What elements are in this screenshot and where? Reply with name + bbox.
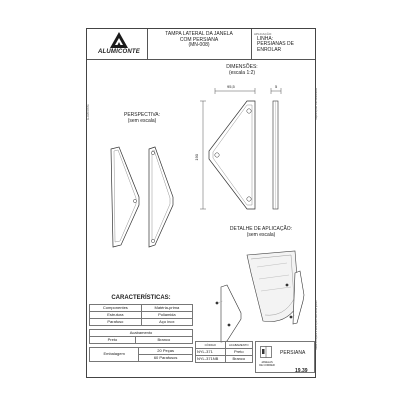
table-header-cell: CÓDIGO (195, 341, 226, 349)
detail-heading: DETALHE DE APLICAÇÃO: (sem escala) (217, 226, 305, 238)
category-name: PERSIANA (280, 350, 306, 356)
dimension-height: 190 (194, 153, 200, 161)
detail-note: (sem escala) (246, 231, 276, 238)
dimensions-scale: (escala 1:2) (228, 69, 256, 76)
dimensions-label: DIMENSÕES: (226, 64, 258, 70)
table-row: NYL-371 Preto (195, 348, 254, 356)
perspective-drawing (110, 146, 174, 248)
packaging-label: Embalagem (88, 347, 140, 362)
dimension-width: 95,5 (227, 84, 235, 89)
category-block: JANELAS DE CORRER PERSIANA (255, 341, 315, 373)
table-cell: Branco (224, 355, 254, 363)
side-note-left: ALUMICONTE (87, 104, 90, 120)
characteristics-label: CARACTERÍSTICAS: (111, 295, 171, 301)
page-number: 19.39 (295, 368, 308, 374)
packaging-table: Embalagem 20 Peças 60 Parafusos (88, 347, 193, 362)
header: ALUMICONTE TAMPA LATERAL DA JANELA COM P… (87, 29, 315, 60)
table-cell: 60 Parafusos (138, 354, 193, 362)
table-header-cell: ACABAMENTO (224, 341, 254, 349)
technical-sheet: ALUMICONTE TAMPA LATERAL DA JANELA COM P… (86, 28, 316, 378)
table-cell: Parafuso (89, 318, 142, 326)
application-line-3: ENROLAR (257, 46, 282, 53)
side-note-right-top: Reproduções não autorizadas (315, 88, 318, 120)
table-cell: Poliamida (140, 311, 194, 319)
table-row: Componentes Matéria-prima (89, 304, 194, 312)
table-row: NYL-371NB Branco (195, 355, 254, 363)
table-header-cell: Componentes (89, 304, 142, 312)
table-row: 60 Parafusos (90, 354, 193, 362)
title-line-1: TAMPA LATERAL DA JANELA (165, 31, 233, 37)
table-cell: Branco (134, 336, 194, 344)
category-sub-line-2: DE CORRER (259, 364, 275, 367)
application-label: APLICAÇÃO: (254, 32, 273, 36)
table-cell: NYL-371 (195, 348, 226, 356)
codes-table: CÓDIGO ACABAMENTO NYL-371 Preto NYL-371N… (195, 341, 254, 363)
application-line-2: PERSIANAS DE (257, 41, 294, 48)
application-block: APLICAÇÃO: LINHA: PERSIANAS DE ENROLAR (254, 32, 312, 53)
dimensions-heading: DIMENSÕES: (escala 1:2) (207, 64, 277, 76)
window-icon (260, 346, 272, 358)
table-cell: Aço inox (140, 318, 194, 326)
table-cell: Estrutura (89, 311, 142, 319)
application-line-1: LINHA: (257, 35, 274, 42)
side-note-right-bottom: Desenho sujeito a alterações sem aviso p… (315, 300, 318, 350)
table-cell: Preto (224, 348, 254, 356)
category-sub: JANELAS DE CORRER (257, 361, 277, 367)
perspective-note: (sem escala) (127, 117, 157, 124)
table-cell: NYL-371NB (195, 355, 226, 363)
perspective-heading: PERSPECTIVA: (sem escala) (112, 112, 172, 124)
table-row: Preto Branco (89, 336, 194, 344)
detail-label: DETALHE DE APLICAÇÃO: (229, 226, 293, 232)
dimension-thickness: 5 (275, 84, 278, 89)
title-line-2: COM PERSIANA (179, 36, 219, 43)
table-cell: 20 Peças (138, 347, 193, 355)
table-row: Estrutura Poliamida (89, 311, 194, 319)
brand-name: ALUMICONTE (98, 49, 140, 55)
table-row: Acabamento (89, 329, 193, 337)
finish-label: Acabamento (89, 329, 193, 337)
logo-icon (110, 32, 128, 48)
detail-drawing (215, 250, 305, 343)
characteristics-table: Componentes Matéria-prima Estrutura Poli… (89, 304, 194, 326)
title-block: TAMPA LATERAL DA JANELA COM PERSIANA (MN… (147, 31, 251, 49)
table-row: Parafuso Aço inox (89, 318, 194, 326)
table-header-cell: Matéria-prima (140, 304, 194, 312)
table-cell: Preto (89, 336, 136, 344)
title-code: (MN-008) (188, 42, 210, 49)
finish-table: Acabamento Preto Branco (89, 329, 194, 344)
front-view-drawing (200, 88, 282, 210)
table-row: Embalagem 20 Peças (88, 347, 193, 362)
perspective-label: PERSPECTIVA: (123, 112, 161, 118)
table-row: CÓDIGO ACABAMENTO (195, 341, 254, 349)
category-sub-line-1: JANELAS (261, 361, 273, 364)
